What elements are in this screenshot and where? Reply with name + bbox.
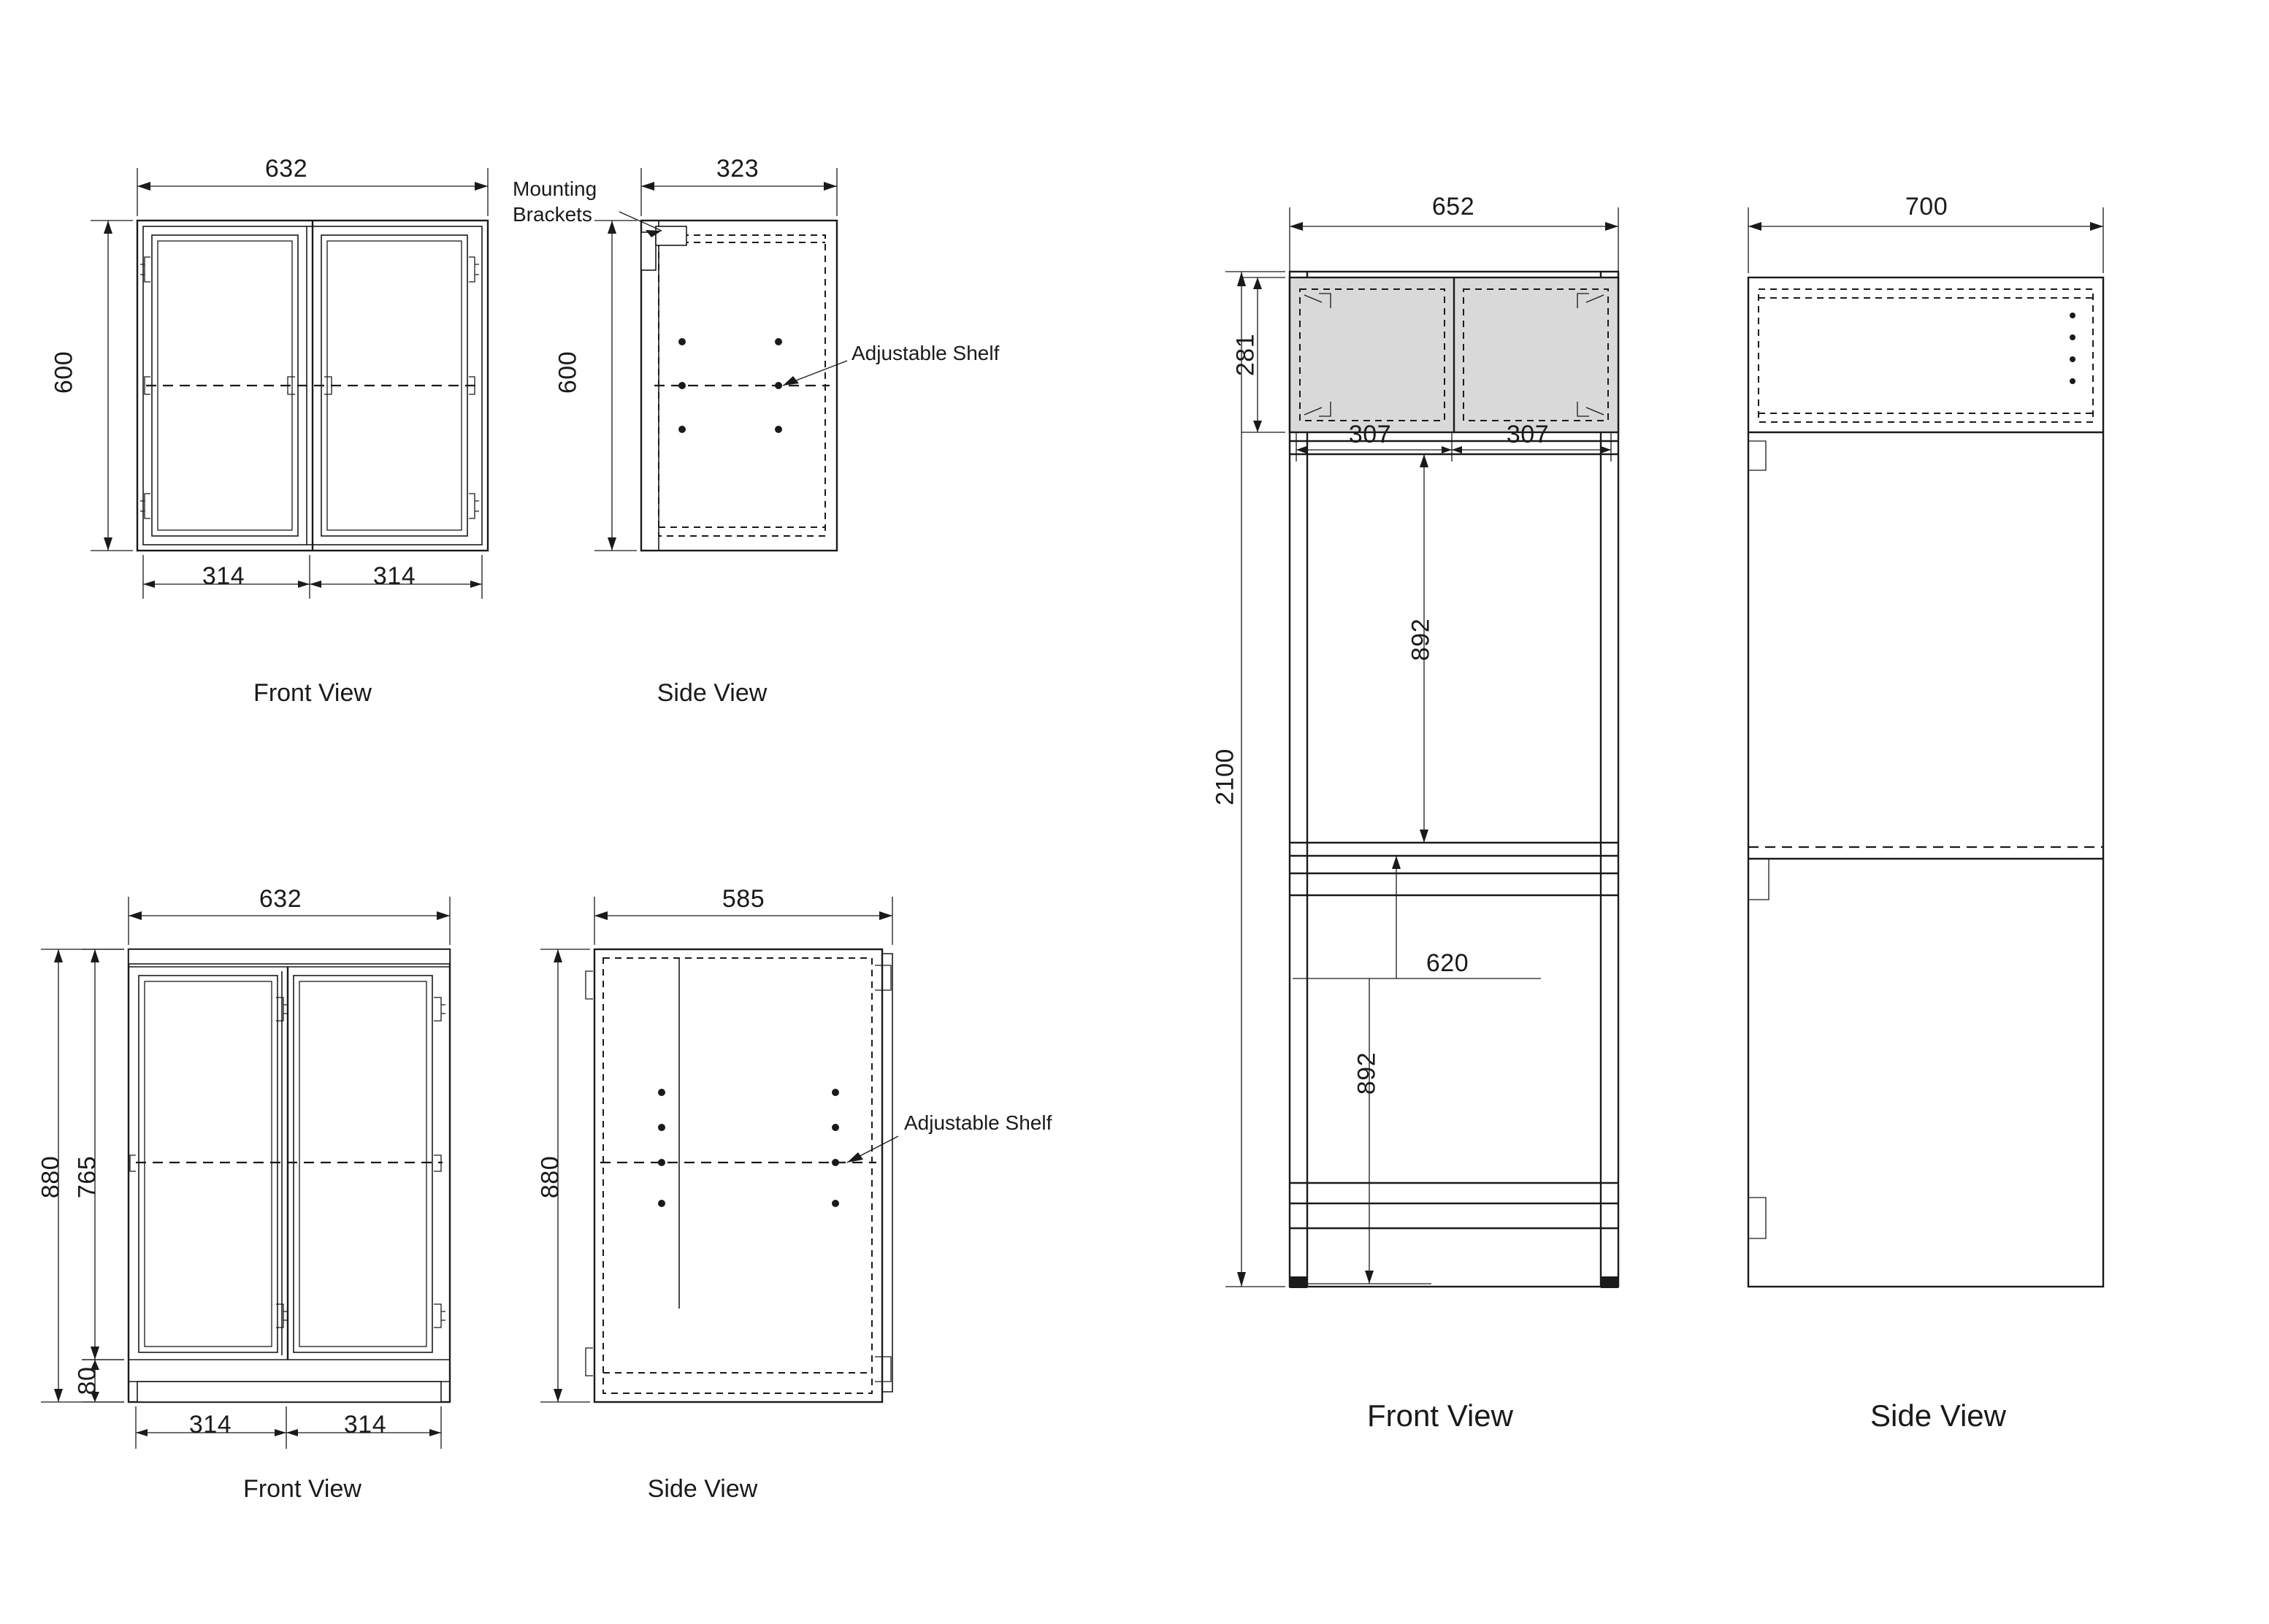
dim-tall-front-width: 652 bbox=[1431, 193, 1475, 221]
dim-base-side-depth: 585 bbox=[722, 885, 765, 913]
dim-tall-side-depth: 700 bbox=[1905, 193, 1948, 221]
label-base-side-view: Side View bbox=[647, 1475, 758, 1503]
dim-wall-side-height: 600 bbox=[554, 351, 582, 394]
dim-base-front-plinth: 80 bbox=[73, 1366, 102, 1395]
label-wall-front-view: Front View bbox=[253, 679, 372, 707]
dim-tall-front-top-door-right: 307 bbox=[1506, 421, 1550, 448]
callout-mounting-brackets-line1: Mounting bbox=[513, 177, 597, 200]
label-tall-front-view: Front View bbox=[1367, 1398, 1513, 1433]
label-wall-side-view: Side View bbox=[657, 679, 768, 707]
callout-mounting-brackets-line2: Brackets bbox=[513, 203, 592, 226]
wall-cabinet-front-geometry bbox=[91, 168, 489, 599]
dim-base-front-door-right: 314 bbox=[343, 1411, 387, 1439]
dim-base-front-door-left: 314 bbox=[188, 1411, 232, 1439]
dim-wall-front-height: 600 bbox=[50, 351, 78, 394]
label-base-front-view: Front View bbox=[243, 1475, 361, 1503]
wall-cabinet-side-geometry bbox=[594, 168, 848, 552]
label-tall-side-view: Side View bbox=[1870, 1398, 2007, 1433]
dim-tall-front-total-height: 2100 bbox=[1211, 748, 1239, 805]
dim-wall-side-depth: 323 bbox=[716, 155, 759, 183]
callout-adjustable-shelf-wall: Adjustable Shelf bbox=[852, 342, 1000, 364]
dim-tall-front-mid-opening: 620 bbox=[1426, 949, 1469, 977]
dim-tall-front-top-box-height: 281 bbox=[1231, 333, 1260, 377]
dim-wall-front-width: 632 bbox=[264, 155, 308, 183]
dim-base-side-height: 880 bbox=[536, 1155, 565, 1199]
dim-base-front-width: 632 bbox=[259, 885, 302, 913]
dim-base-front-body-height: 765 bbox=[73, 1155, 102, 1199]
callout-adjustable-shelf-base: Adjustable Shelf bbox=[904, 1111, 1052, 1134]
tall-cabinet-side-geometry bbox=[1747, 207, 2105, 1288]
base-cabinet-front-geometry bbox=[41, 897, 451, 1449]
base-cabinet-side-geometry bbox=[540, 897, 899, 1403]
dim-tall-front-top-door-left: 307 bbox=[1348, 421, 1392, 448]
dim-tall-front-lower-opening: 892 bbox=[1352, 1052, 1381, 1095]
tall-cabinet-front-geometry bbox=[1225, 207, 1620, 1288]
dim-wall-front-door-left: 314 bbox=[202, 562, 245, 590]
dim-wall-front-door-right: 314 bbox=[372, 562, 416, 590]
dim-tall-front-upper-opening: 892 bbox=[1407, 618, 1435, 662]
dim-base-front-height-total: 880 bbox=[37, 1155, 65, 1199]
